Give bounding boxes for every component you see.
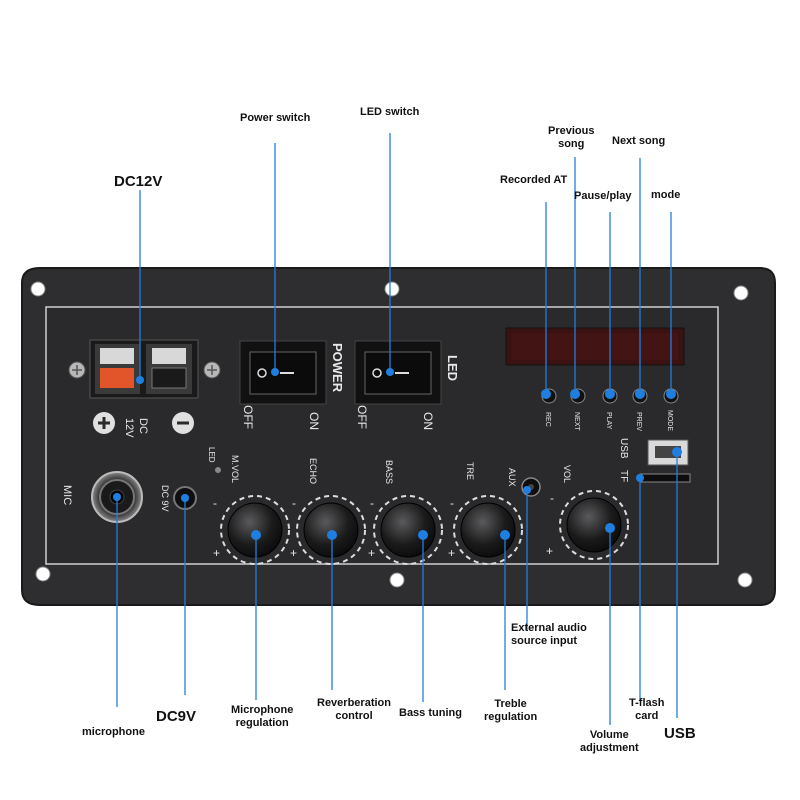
callout-bass-tuning: Bass tuning — [399, 707, 462, 719]
power-off-label: OFF — [241, 405, 255, 429]
led-off-label: OFF — [355, 405, 369, 429]
mvol-minus: - — [213, 496, 217, 510]
callout-tflash-card: T-flash card — [629, 697, 665, 722]
tre-minus: - — [450, 496, 454, 510]
callout-led-switch: LED switch — [360, 106, 420, 118]
prev-label: PREV — [635, 412, 642, 431]
vol-label: VOL — [562, 465, 572, 483]
mount-hole — [737, 572, 753, 588]
led-indicator-label: LED — [207, 447, 216, 463]
callout-microphone-regulation: Microphone regulation — [231, 704, 294, 729]
marker-dots — [113, 368, 682, 540]
mode-label: MODE — [666, 410, 673, 431]
callout-dc9v: DC9V — [156, 708, 197, 725]
callout-dc12v: DC12V — [114, 173, 163, 190]
v12-label: 12V — [123, 418, 135, 438]
callout-power-switch: Power switch — [240, 112, 311, 124]
echo-label: ECHO — [308, 458, 318, 484]
knob-tre[interactable] — [453, 495, 523, 565]
usb-label: USB — [618, 438, 629, 459]
callout-external-audio: External audio source input — [511, 622, 587, 647]
power-label: POWER — [330, 343, 345, 393]
rec-label: REC — [544, 412, 551, 427]
tf-slot[interactable] — [639, 473, 691, 483]
callout-microphone: microphone — [82, 726, 145, 738]
mount-hole — [30, 281, 46, 297]
mount-hole — [733, 285, 749, 301]
bass-label: BASS — [384, 460, 394, 484]
bass-plus: + — [368, 546, 375, 560]
aux-label: AUX — [507, 468, 517, 487]
play-label: PLAY — [605, 412, 612, 430]
knob-bass[interactable] — [373, 495, 443, 565]
callout-pause-play: Pause/play — [574, 190, 632, 202]
callout-mode: mode — [651, 189, 681, 201]
vol-plus: + — [546, 544, 553, 558]
echo-plus: + — [290, 546, 297, 560]
callout-treble-regulation: Treble regulation — [484, 698, 538, 723]
callout-reverberation-control: Reverberation control — [317, 697, 391, 722]
mvol-label: M.VOL — [230, 455, 240, 483]
dc9v-panel-label: DC 9V — [160, 485, 170, 512]
knob-echo[interactable] — [296, 495, 366, 565]
echo-minus: - — [292, 496, 296, 510]
mvol-plus: + — [213, 546, 220, 560]
callout-usb: USB — [664, 725, 696, 742]
callout-previous-song: Previous song — [548, 125, 595, 150]
mount-hole — [384, 281, 400, 297]
led-on-label: ON — [421, 412, 435, 430]
knob-mvol[interactable] — [220, 495, 290, 565]
led-indicator — [215, 467, 221, 473]
bass-minus: - — [370, 496, 374, 510]
tre-plus: + — [448, 546, 455, 560]
mount-hole — [35, 566, 51, 582]
knob-vol[interactable] — [559, 490, 629, 560]
power-on-label: ON — [307, 412, 321, 430]
next-label: NEXT — [573, 412, 580, 431]
dc-label: DC — [137, 418, 149, 434]
callout-next-song: Next song — [612, 135, 666, 147]
mic-label: MIC — [61, 485, 73, 505]
mount-hole — [389, 572, 405, 588]
tre-label: TRE — [465, 462, 475, 480]
tf-label: TF — [618, 470, 629, 482]
led-label: LED — [445, 355, 460, 381]
callout-volume-adjustment: Volume adjustment — [580, 729, 639, 754]
callout-recorded-at: Recorded AT — [500, 174, 568, 186]
vol-minus: - — [550, 491, 554, 505]
leader-lines — [116, 133, 678, 725]
